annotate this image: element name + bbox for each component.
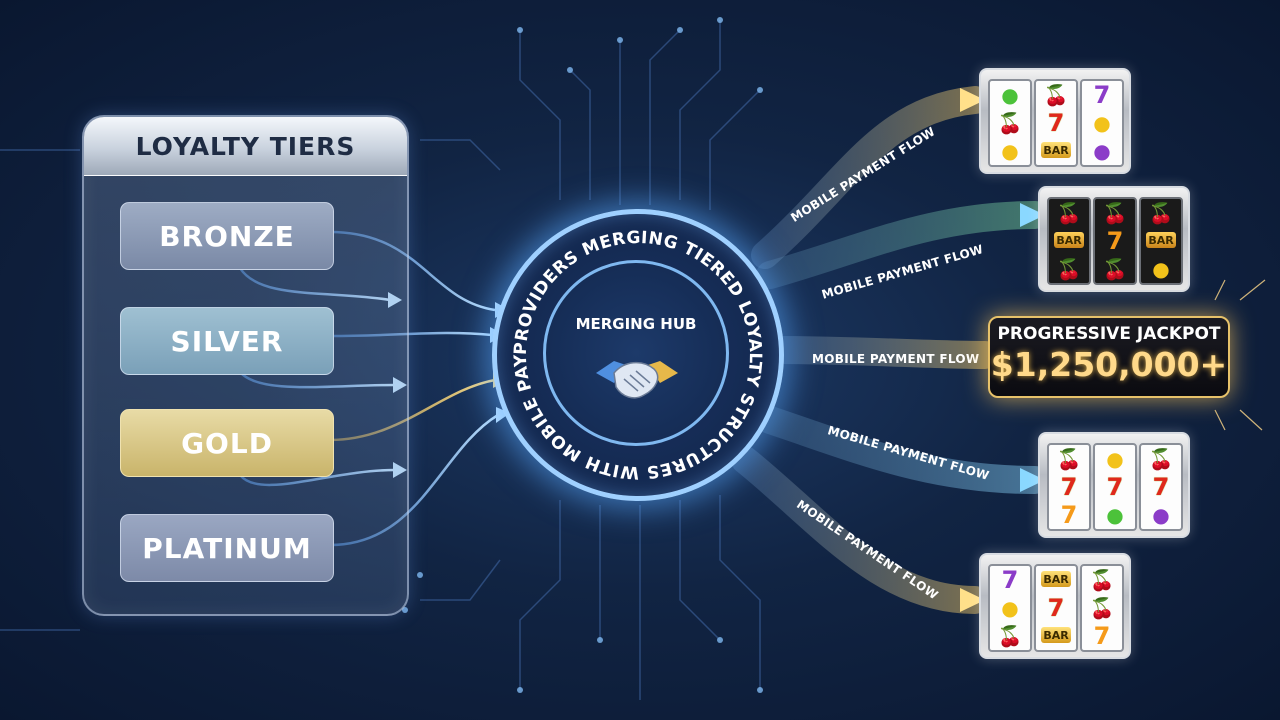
cherry-icon: 🍒 <box>1089 595 1115 620</box>
cherry-icon: 🍒 <box>1043 82 1069 107</box>
lemon-icon: ● <box>1152 256 1170 281</box>
cherry-icon: 🍒 <box>997 623 1023 648</box>
tier-bronze: BRONZE <box>120 202 334 270</box>
slot-reel: 🍒 7 BAR <box>1034 79 1078 167</box>
cherry-icon: 🍒 <box>997 110 1023 135</box>
bar-icon: BAR <box>1041 627 1071 643</box>
cherry-icon: 🍒 <box>1089 567 1115 592</box>
slot-reel: BAR 7 BAR <box>1034 564 1078 652</box>
lemon-icon: ● <box>1093 110 1111 135</box>
merging-hub: PROVIDERS MERGING TIERED LOYALTY STRUCTU… <box>492 209 784 501</box>
seven-icon: 7 <box>1152 472 1170 501</box>
bar-icon: BAR <box>1054 232 1084 248</box>
tier-silver: SILVER <box>120 307 334 375</box>
cherry-icon: 🍒 <box>1056 446 1082 471</box>
slot-reel: 🍒 7 🍒 <box>1093 197 1137 285</box>
slot-machine-4: 7 ● 🍒 BAR 7 BAR 🍒 🍒 7 <box>979 553 1131 659</box>
bar-icon: BAR <box>1146 232 1176 248</box>
hub-inner-circle: MERGING HUB <box>543 260 729 446</box>
cherry-icon: 🍒 <box>1056 256 1082 281</box>
cherry-icon: 🍒 <box>1102 200 1128 225</box>
seven-icon: 7 <box>1060 472 1078 501</box>
loyalty-tiers-panel: LOYALTY TIERS BRONZE SILVER GOLD PLATINU… <box>82 115 409 616</box>
progressive-jackpot: PROGRESSIVE JACKPOT $1,250,000+ <box>988 316 1230 398</box>
slot-reel: ● 7 ● <box>1093 443 1137 531</box>
seven-icon: 7 <box>1001 565 1019 594</box>
seven-icon: 7 <box>1093 621 1111 650</box>
slot-reel: ● 🍒 ● <box>988 79 1032 167</box>
seven-icon: 7 <box>1106 226 1124 255</box>
slot-reel: 🍒 BAR 🍒 <box>1047 197 1091 285</box>
seven-icon: 7 <box>1047 593 1065 622</box>
lemon-icon: ● <box>1106 446 1124 471</box>
hub-title: MERGING HUB <box>575 315 697 333</box>
bar-icon: BAR <box>1041 571 1071 587</box>
bar-icon: BAR <box>1041 142 1071 158</box>
lemon-icon: ● <box>1001 138 1019 163</box>
lemon-icon: ● <box>1001 595 1019 620</box>
loyalty-tiers-title: LOYALTY TIERS <box>84 117 407 176</box>
slot-reel: 🍒 7 7 <box>1047 443 1091 531</box>
cherry-icon: 🍒 <box>1148 446 1174 471</box>
plum-icon: ● <box>1152 502 1170 527</box>
jackpot-label: PROGRESSIVE JACKPOT <box>997 324 1221 344</box>
cherry-icon: 🍒 <box>1102 256 1128 281</box>
slot-machine-1: ● 🍒 ● 🍒 7 BAR 7 ● ● <box>979 68 1131 174</box>
jackpot-amount: $1,250,000+ <box>990 345 1228 384</box>
slot-machine-3: 🍒 7 7 ● 7 ● 🍒 7 ● <box>1038 432 1190 538</box>
seven-icon: 7 <box>1060 500 1078 529</box>
tier-gold: GOLD <box>120 409 334 477</box>
cherry-icon: 🍒 <box>1056 200 1082 225</box>
slot-reel: 🍒 7 ● <box>1139 443 1183 531</box>
slot-reel: 7 ● ● <box>1080 79 1124 167</box>
slot-machine-2: 🍒 BAR 🍒 🍒 7 🍒 🍒 BAR ● <box>1038 186 1190 292</box>
lime-icon: ● <box>1001 82 1019 107</box>
slot-reel: 7 ● 🍒 <box>988 564 1032 652</box>
tier-platinum: PLATINUM <box>120 514 334 582</box>
slot-reel: 🍒 BAR ● <box>1139 197 1183 285</box>
seven-icon: 7 <box>1047 108 1065 137</box>
handshake-icon <box>596 361 678 399</box>
cherry-icon: 🍒 <box>1148 200 1174 225</box>
lime-icon: ● <box>1106 502 1124 527</box>
plum-icon: ● <box>1093 138 1111 163</box>
flow-label-3: MOBILE PAYMENT FLOW <box>812 352 980 366</box>
slot-reel: 🍒 🍒 7 <box>1080 564 1124 652</box>
seven-icon: 7 <box>1093 80 1111 109</box>
seven-icon: 7 <box>1106 472 1124 501</box>
